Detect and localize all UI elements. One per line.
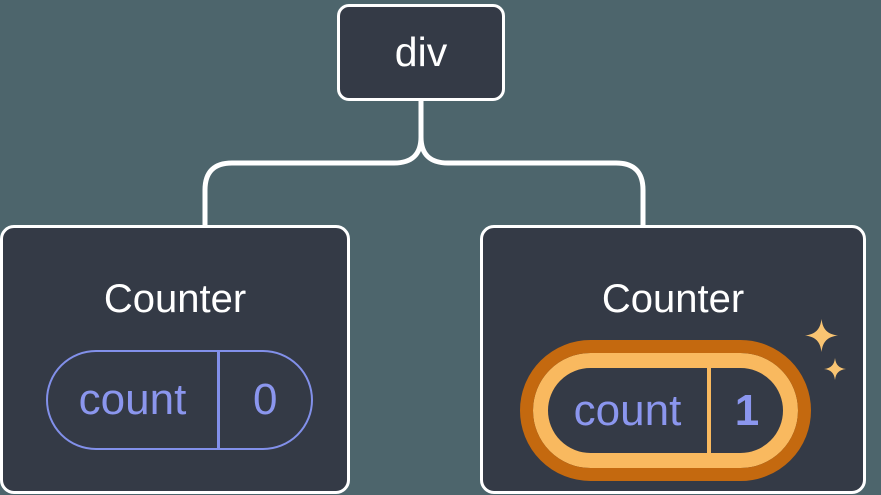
root-node-label: div [394,29,448,75]
component-title: Counter [103,276,247,321]
sparkles-icon [805,319,838,352]
state-key-label: count [573,385,682,435]
pill-divider [217,352,220,448]
sparkles-icon [824,358,846,380]
state-pill: count 0 [46,350,313,450]
pill-divider [707,368,711,453]
counter-card-right: Counter count 1 [480,225,866,494]
component-title: Counter [601,276,745,321]
state-key-label: count [78,375,187,424]
counter-card-left: Counter count 0 [0,225,350,494]
state-pill-highlighted: count 1 [520,340,811,481]
state-value: 1 [734,385,760,435]
root-node-div: div [337,4,505,101]
state-value: 0 [253,375,278,424]
